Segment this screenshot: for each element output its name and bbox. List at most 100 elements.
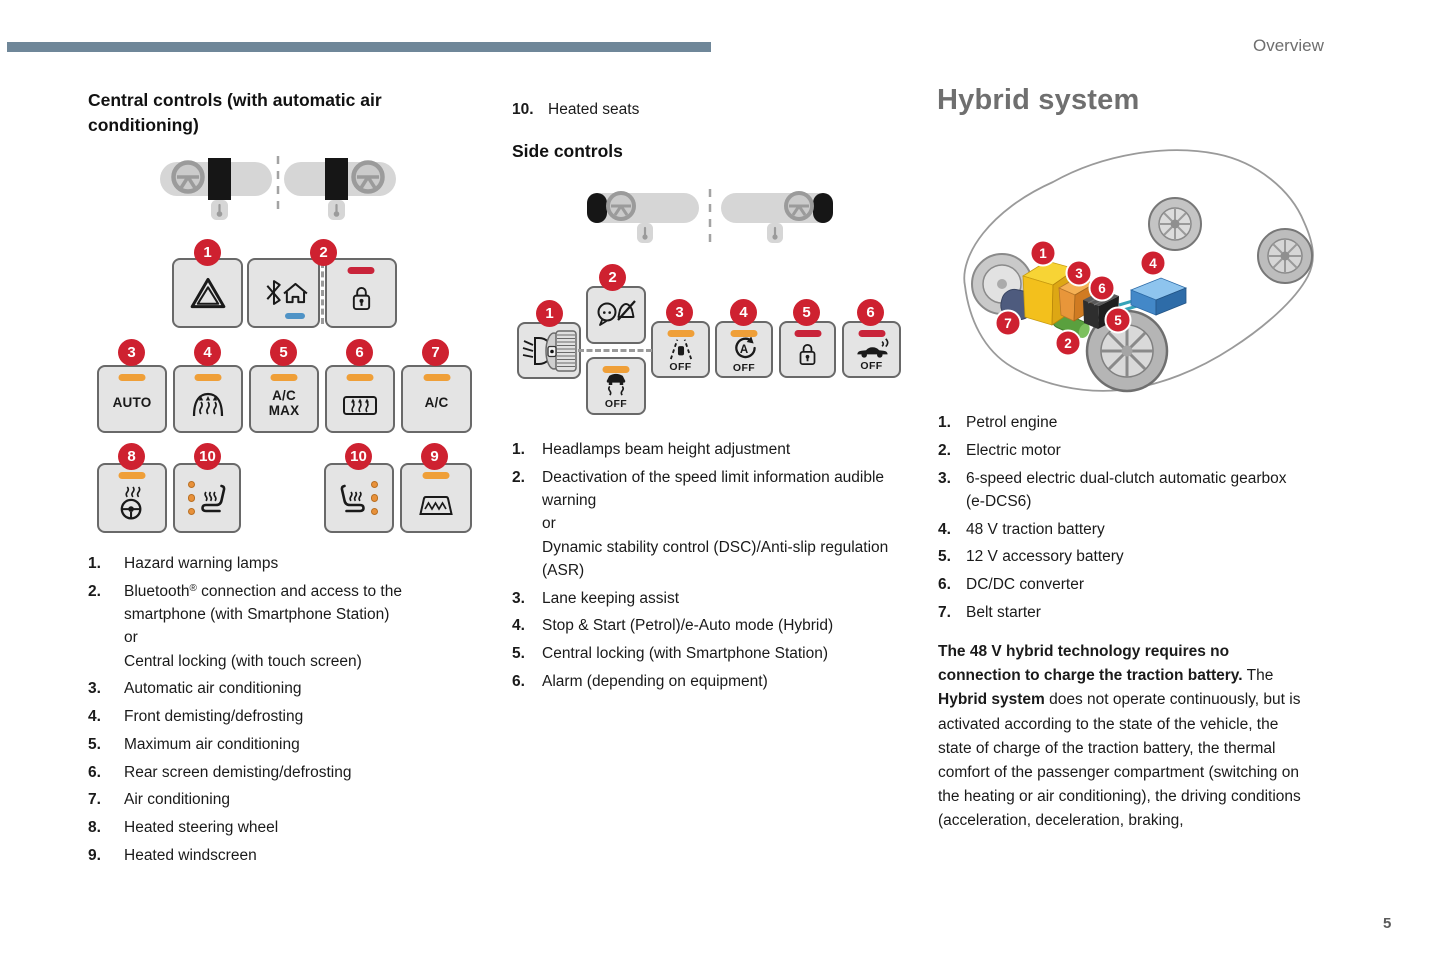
off-label: OFF — [732, 361, 756, 374]
orange-indicator — [270, 374, 298, 381]
section-label: Overview — [1253, 36, 1324, 55]
legend-item: 3.6-speed electric dual-clutch automatic… — [938, 469, 1287, 510]
speed-limit-warning-off-button — [586, 286, 646, 344]
central-locking-side-button — [779, 321, 836, 378]
off-label: OFF — [669, 360, 692, 373]
red-indicator — [794, 330, 821, 337]
wheel — [1148, 197, 1202, 251]
hybrid-system-diagram: 1 3 6 4 5 2 7 — [963, 149, 1314, 393]
legend-item: 2. Deactivation of the speed limit infor… — [512, 468, 889, 579]
side-controls-legend: 1.Headlamps beam height adjustment 2. De… — [512, 438, 898, 698]
ac-max-button: A/C MAX — [249, 365, 319, 433]
orange-indicator — [118, 472, 146, 479]
heated-steering-wheel-button — [97, 463, 167, 533]
legend-item: 1.Headlamps beam height adjustment — [512, 441, 791, 458]
orange-indicator — [194, 374, 222, 381]
speed-limit-warning-mute-icon — [597, 300, 636, 326]
hazard-button — [172, 258, 243, 328]
car-outline — [963, 149, 1314, 392]
orange-indicator — [346, 374, 374, 381]
side-controls-location-diagram — [587, 189, 833, 243]
legend-item: 6.Rear screen demisting/defrosting — [88, 763, 352, 781]
front-demist-icon — [192, 392, 224, 417]
callout-1: 1 — [1029, 239, 1057, 267]
callout-9: 9 — [421, 443, 448, 470]
callout-side-1: 1 — [536, 300, 563, 327]
heated-windscreen-icon — [419, 495, 453, 515]
orange-indicator — [423, 374, 450, 381]
svg-text:6: 6 — [1098, 281, 1106, 296]
legend-item: 2. Bluetooth® connection and access to t… — [88, 582, 402, 670]
ac-button: A/C — [401, 365, 472, 433]
callout-6: 6 — [346, 339, 373, 366]
central-controls-heading: Central controls (with automatic air con… — [88, 90, 382, 135]
hazard-warning-icon — [190, 277, 225, 309]
hybrid-system-legend: 1.Petrol engine 2.Electric motor 3.6-spe… — [938, 411, 1298, 629]
callout-8: 8 — [118, 443, 145, 470]
callout-side-6: 6 — [857, 299, 884, 326]
svg-text:A: A — [739, 343, 748, 355]
thermometer-icon — [333, 211, 340, 217]
orange-indicator — [730, 330, 758, 337]
orange-indicator — [422, 472, 450, 479]
red-indicator — [858, 330, 885, 337]
heated-seat-icon — [340, 484, 365, 513]
heated-windscreen-button — [400, 463, 472, 533]
esc-asr-off-button: OFF — [586, 357, 646, 415]
heated-seat-left-button — [173, 463, 241, 533]
orange-indicator — [602, 366, 630, 373]
callout-6: 6 — [1088, 274, 1116, 302]
callout-side-5: 5 — [793, 299, 820, 326]
rear-demist-button — [325, 365, 395, 433]
callout-4: 4 — [194, 339, 221, 366]
central-controls-legend: 1.Hazard warning lamps 2. Bluetooth® con… — [88, 552, 460, 872]
legend-item-10: 10. Heated seats — [512, 101, 640, 118]
legend-item: 1.Petrol engine — [938, 414, 1058, 431]
legend-item: 7.Belt starter — [938, 603, 1041, 621]
callout-2: 2 — [310, 239, 337, 266]
auto-label: AUTO — [112, 395, 152, 411]
legend-item: 5.Maximum air conditioning — [88, 735, 300, 753]
orange-indicator — [667, 330, 694, 337]
callout-1: 1 — [194, 239, 221, 266]
front-demist-button — [173, 365, 243, 433]
callout-7: 7 — [422, 339, 449, 366]
legend-item: 8.Heated steering wheel — [88, 819, 279, 836]
lane-keeping-icon — [669, 338, 692, 359]
callout-side-2: 2 — [599, 264, 626, 291]
lock-icon — [352, 286, 370, 310]
legend-item: 5.12 V accessory battery — [938, 548, 1124, 566]
legend-item: 3.Automatic air conditioning — [88, 680, 302, 698]
heat-level-dots — [187, 480, 196, 516]
callout-side-4: 4 — [730, 299, 757, 326]
ac-label: A/C — [424, 395, 449, 411]
legend-item: 6.DC/DC converter — [938, 576, 1084, 593]
wheel — [1257, 228, 1313, 284]
svg-text:4: 4 — [1149, 256, 1157, 271]
heat-level-dots — [370, 480, 379, 516]
callout-5: 5 — [270, 339, 297, 366]
svg-text:1: 1 — [1039, 246, 1047, 261]
stop-start-off-button: A OFF — [715, 321, 773, 378]
off-label: OFF — [860, 360, 883, 372]
bluetooth-smartphone-button — [247, 258, 320, 328]
legend-item: 4.Front demisting/defrosting — [88, 708, 304, 725]
bluetooth-house-icon — [266, 280, 308, 305]
alarm-off-button: OFF — [842, 321, 901, 378]
stability-control-icon — [606, 373, 626, 396]
heated-seat-icon — [201, 484, 226, 513]
headlamp-leveling-icon — [522, 329, 577, 372]
svg-text:3: 3 — [1075, 266, 1083, 281]
thermometer-icon — [642, 234, 648, 240]
svg-text:7: 7 — [1004, 316, 1012, 331]
lane-keeping-off-button: OFF — [651, 321, 710, 378]
rear-demist-icon — [343, 395, 377, 415]
legend-item: 3.Lane keeping assist — [512, 589, 680, 607]
traction-battery — [1129, 277, 1188, 316]
callout-5: 5 — [1104, 306, 1132, 334]
headlamp-leveling-thumbwheel — [517, 322, 581, 379]
lock-icon — [799, 343, 816, 365]
callout-10: 10 — [194, 443, 221, 470]
legend-item: 7.Air conditioning — [88, 791, 230, 809]
